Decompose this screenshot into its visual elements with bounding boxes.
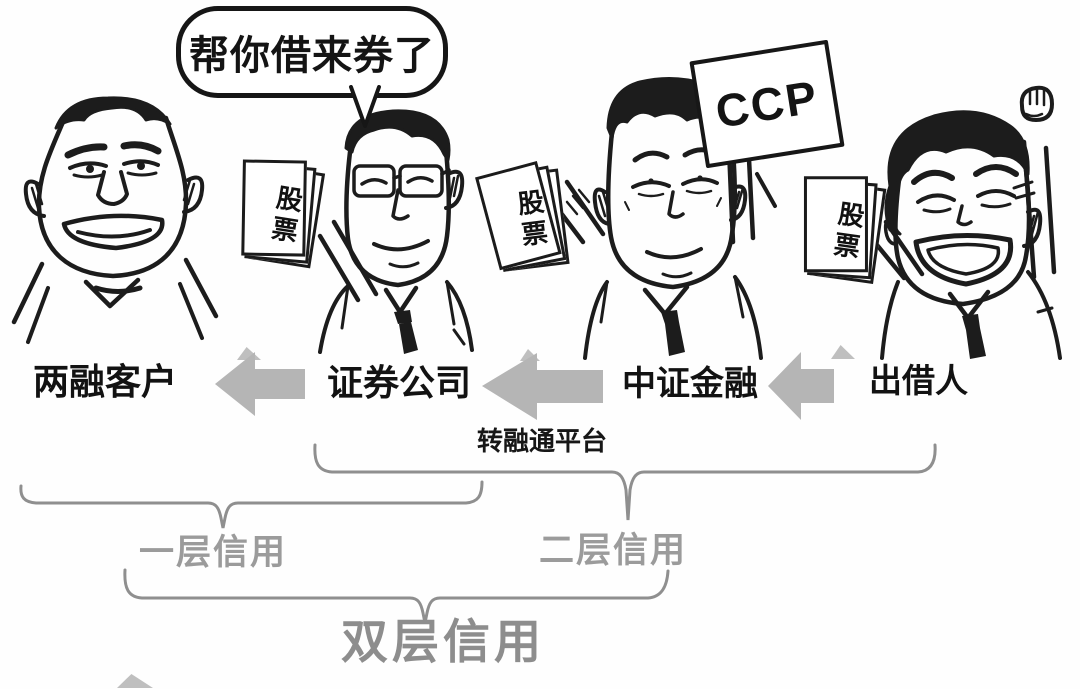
figure-margin-client-illustration	[11, 96, 219, 344]
stock-papers-lender: 股票	[809, 180, 887, 284]
brace-layer1	[19, 480, 484, 529]
double-layer-credit-label: 双层信用	[341, 615, 545, 668]
stock-papers-label: 股票	[512, 187, 551, 253]
layer1-credit-label: 一层信用	[139, 533, 288, 572]
layer2-credit-label: 二层信用	[539, 531, 688, 570]
scan-artifact	[117, 674, 153, 688]
stock-papers-label: 股票	[828, 199, 867, 265]
speech-bubble-tail	[349, 85, 381, 128]
flow-arrow-lender-to-csf	[768, 352, 834, 420]
flow-arrow-csf-to-broker	[482, 353, 603, 420]
node-label-csf: 中证金融	[622, 365, 758, 403]
figure-broker-illustration	[317, 109, 474, 354]
speech-bubble: 帮你借来券了	[176, 6, 448, 98]
node-label-margin-client: 两融客户	[33, 361, 178, 402]
figure-lender-illustration	[865, 85, 1062, 360]
ccp-sign: CCP	[689, 39, 845, 169]
speech-bubble-text: 帮你借来券了	[189, 34, 435, 78]
platform-label: 转融通平台	[477, 426, 608, 456]
node-label-broker: 证券公司	[327, 362, 472, 403]
ccp-sign-text: CCP	[712, 70, 822, 138]
credit-braces	[19, 443, 937, 624]
stock-papers-csf: 股票	[494, 168, 570, 272]
hair	[884, 110, 1030, 236]
hair	[54, 96, 172, 130]
node-label-lender: 出借人	[869, 362, 968, 399]
brace-double	[123, 568, 670, 624]
brace-layer2	[313, 443, 937, 521]
flow-arrow-broker-to-client	[215, 352, 305, 416]
stock-papers-label: 股票	[265, 182, 306, 249]
